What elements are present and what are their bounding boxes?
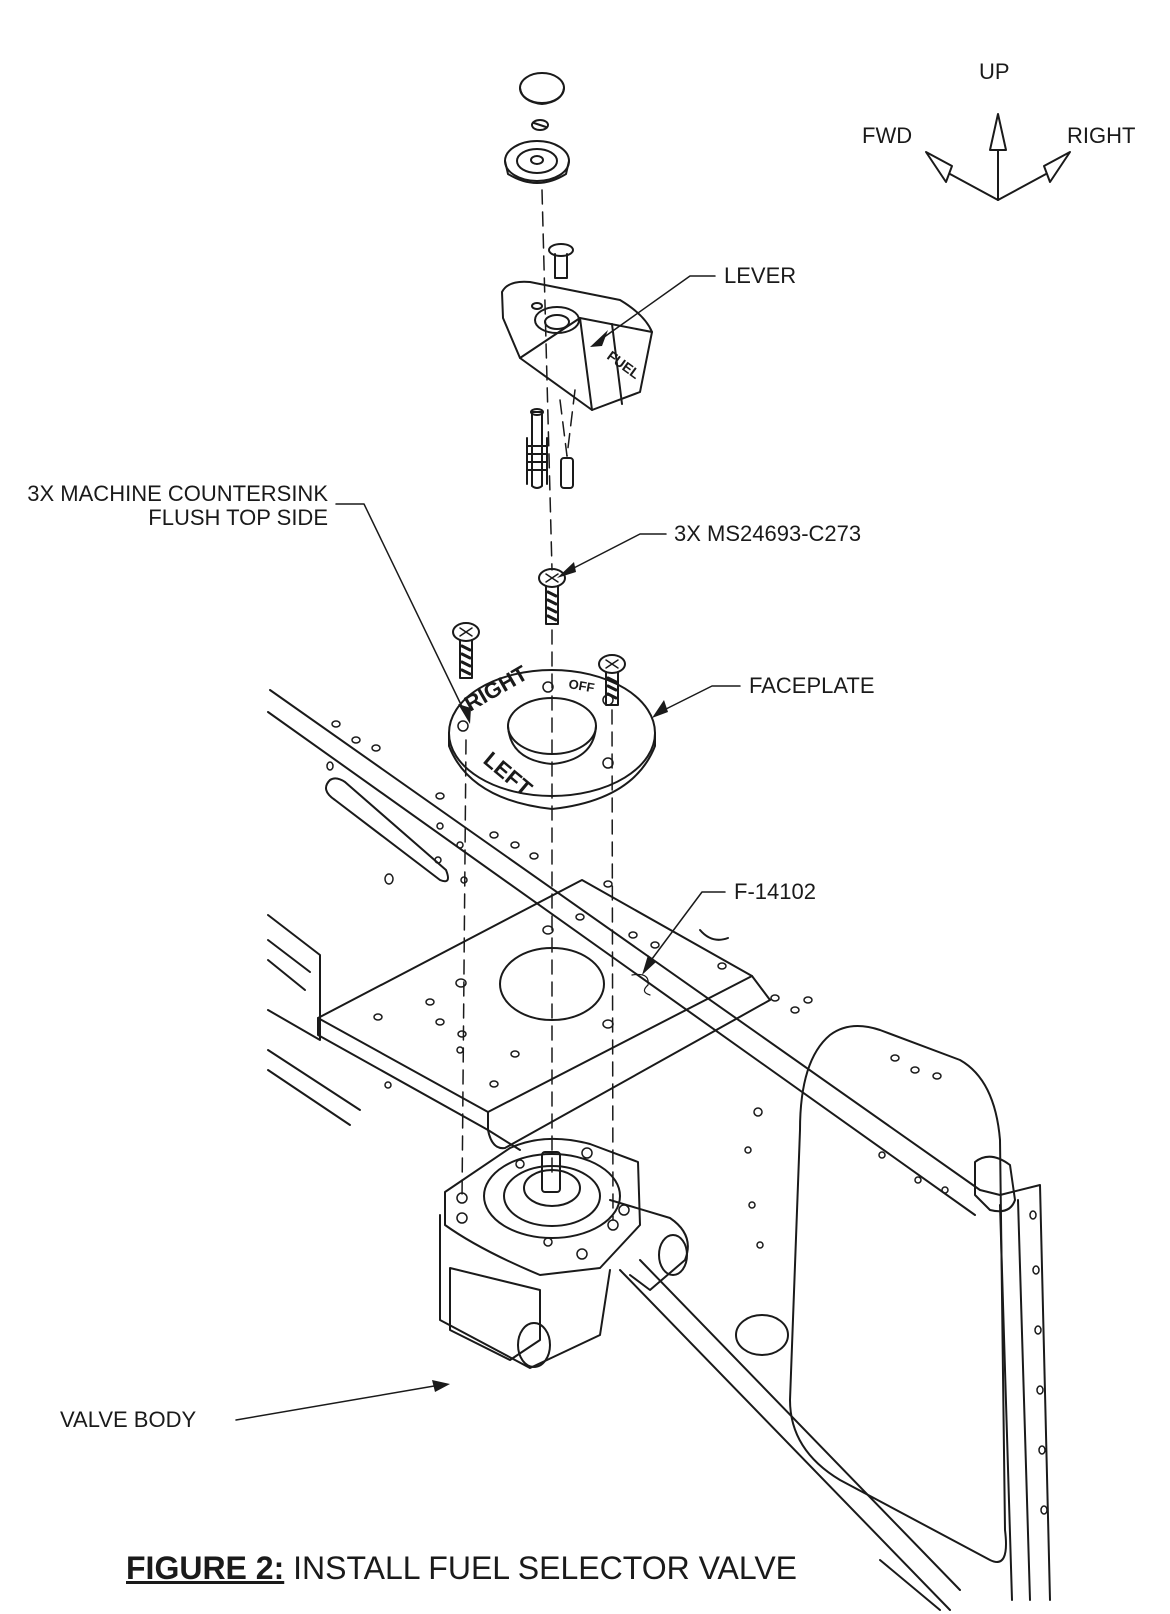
figure-number: FIGURE 2:: [126, 1550, 285, 1586]
callout-countersink-line1: 3X MACHINE COUNTERSINK: [27, 481, 328, 506]
lever-knob: [501, 280, 653, 411]
faceplate-right-marking: RIGHT: [460, 660, 532, 716]
figure-title: INSTALL FUEL SELECTOR VALVE: [293, 1550, 797, 1586]
fuselage-side-panel: [267, 689, 1051, 1611]
callout-faceplate: FACEPLATE: [749, 673, 875, 698]
bracket-plate: [317, 879, 771, 1151]
callout-screws: 3X MS24693-C273: [674, 521, 862, 546]
figure-caption: FIGURE 2: INSTALL FUEL SELECTOR VALVE: [126, 1550, 797, 1587]
valve-body: [439, 1137, 689, 1369]
orientation-up-label: UP: [979, 59, 1010, 84]
left-structure: [267, 761, 468, 1126]
orientation-fwd-label: FWD: [862, 123, 913, 148]
callout-lever: LEVER: [724, 263, 797, 288]
faceplate-off-marking: OFF: [567, 676, 595, 695]
faceplate-left-marking: LEFT: [479, 747, 538, 802]
orientation-right-label: RIGHT: [1067, 123, 1136, 148]
callout-countersink-line2: FLUSH TOP SIDE: [148, 505, 328, 530]
lever-marking: FUEL: [604, 347, 643, 382]
leader-arrowheads: [432, 330, 668, 1392]
lever-screw: [548, 243, 574, 279]
orientation-triad: [925, 113, 1071, 201]
leader-lines: [235, 275, 741, 1421]
valve-stem: [526, 408, 574, 489]
callout-countersink: 3X MACHINE COUNTERSINK FLUSH TOP SIDE: [27, 482, 328, 530]
screws: [452, 568, 626, 706]
cap-clip-bushing: [504, 72, 570, 184]
assembly-centerlines: [461, 189, 614, 1221]
callout-bracket: F-14102: [734, 879, 816, 904]
callout-valve-body: VALVE BODY: [60, 1407, 197, 1432]
